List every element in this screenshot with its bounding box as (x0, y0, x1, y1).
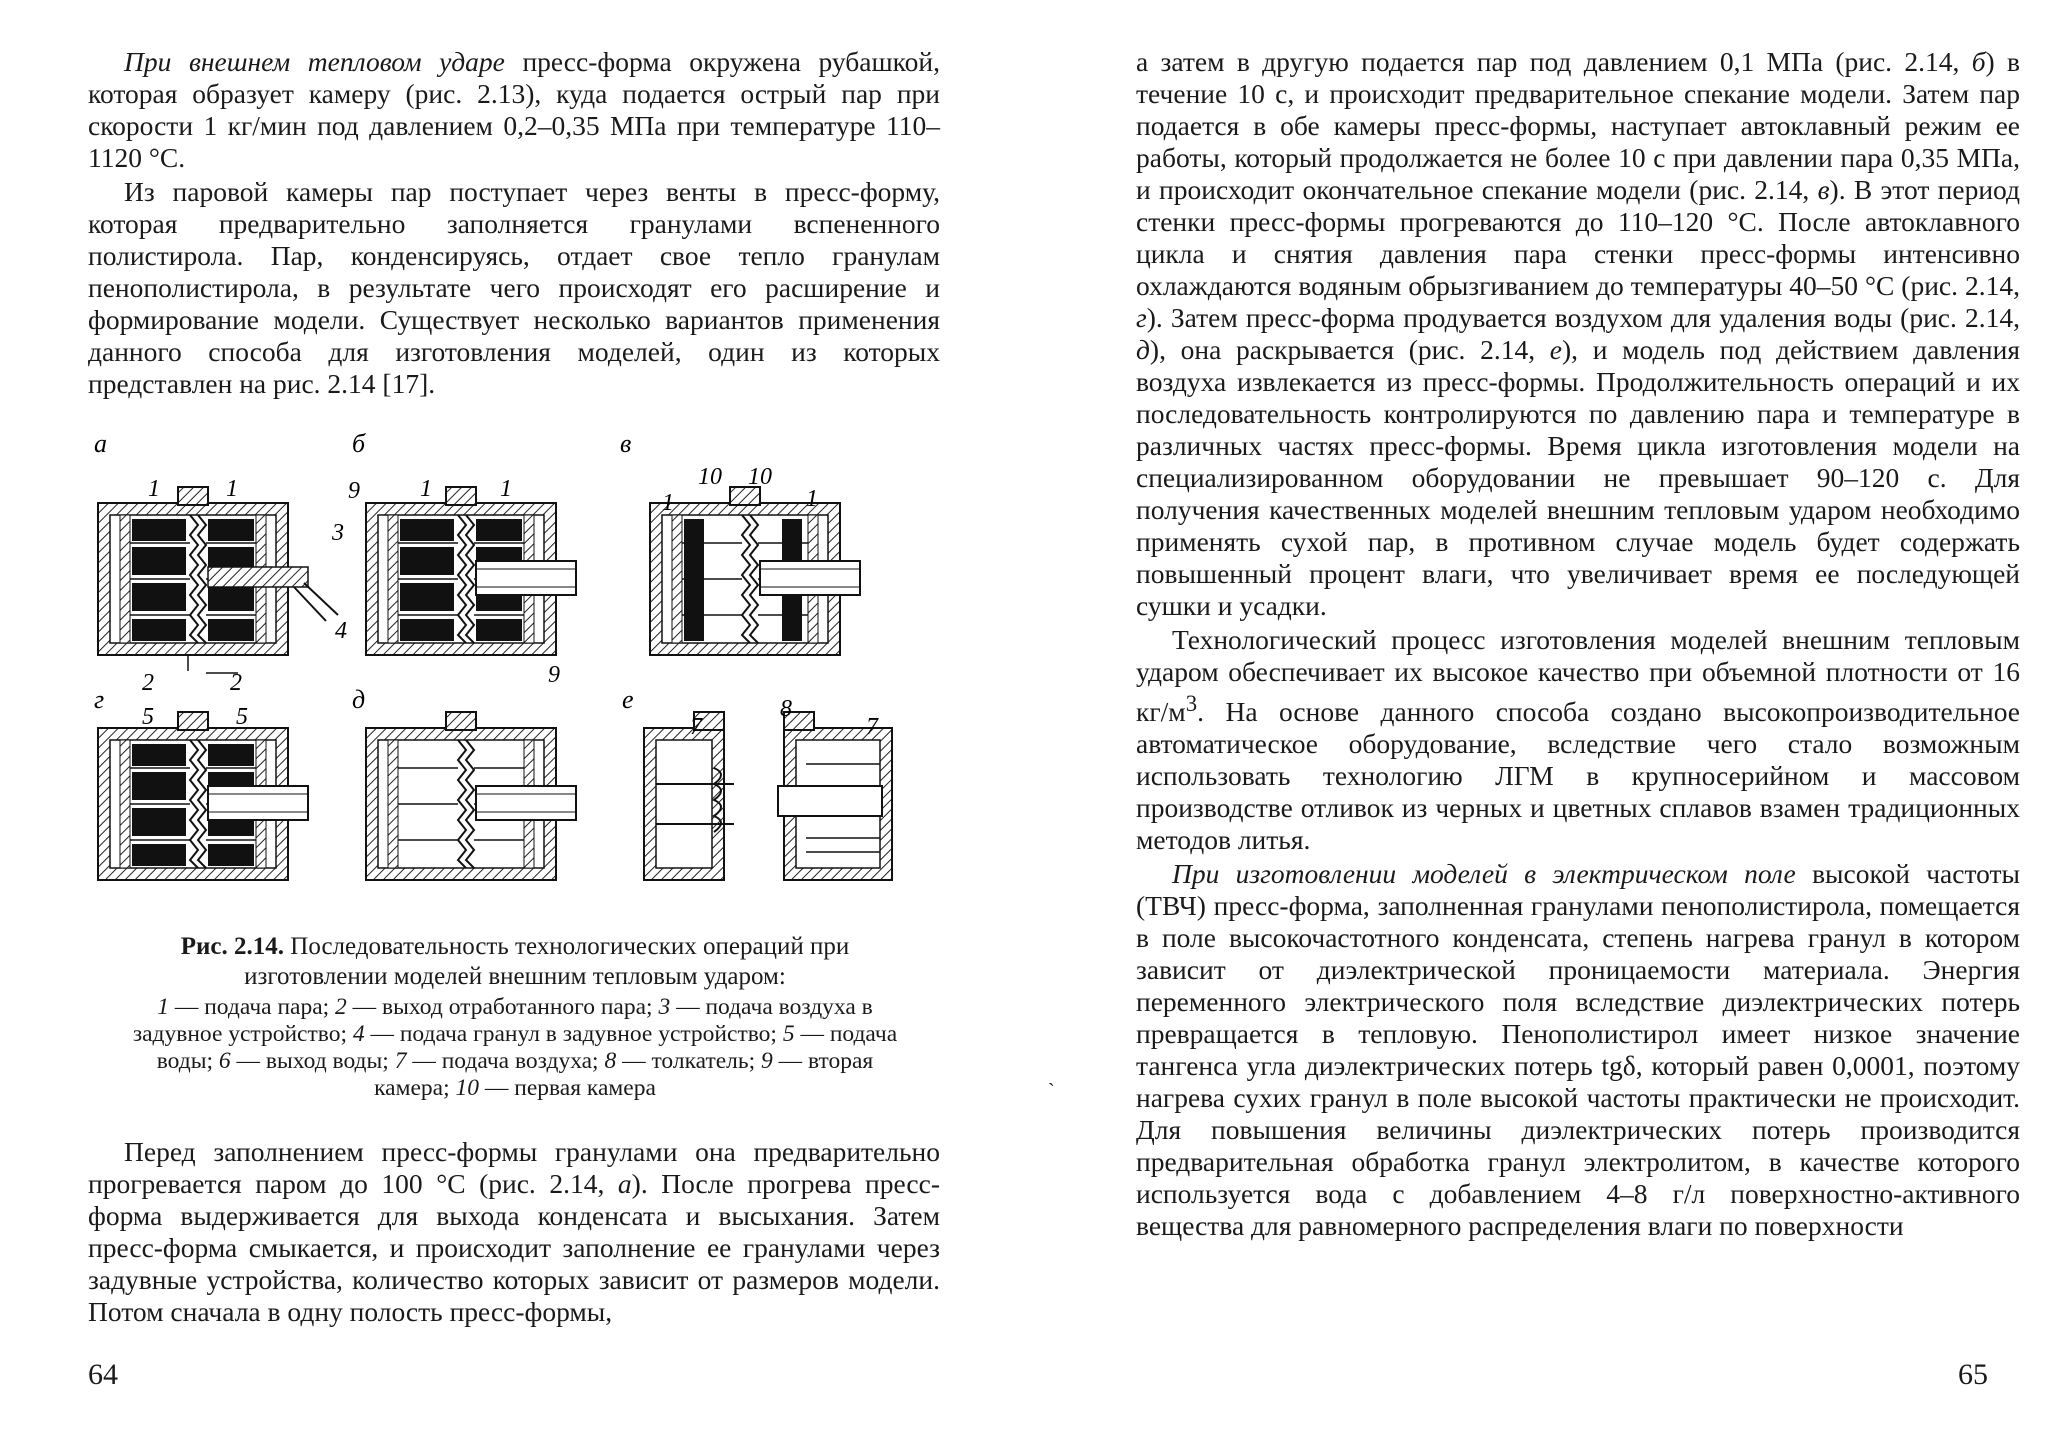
callout-g-5b: 5 (236, 704, 248, 730)
italic-term: При изготовлении моделей в электрическом… (1172, 858, 1796, 890)
callout-a-1b: 1 (226, 476, 238, 502)
legend-text: — подача воздуха в задувное устройство; (132, 994, 873, 1047)
paragraph-text: ). Затем пресс-форма продувается воздухо… (1146, 302, 2020, 333)
panel-g-mold (97, 711, 309, 881)
callout-g-6: 6 (134, 886, 146, 890)
legend-num: 3 (658, 994, 671, 1020)
legend-num: 9 (761, 1048, 773, 1074)
italic-ref: в (1817, 174, 1830, 205)
panel-label-g: г (94, 685, 104, 714)
page-number-left: 64 (88, 1358, 118, 1391)
paragraph-text: Перед заполнением пресс-формы гранулами … (88, 1136, 940, 1199)
callout-a-1: 1 (148, 476, 160, 502)
callout-g-6b: 6 (242, 886, 254, 890)
legend-num: 6 (218, 1048, 231, 1074)
legend-num: 1 (157, 994, 169, 1020)
right-text: а затем в другую подается пар под давлен… (1136, 46, 2020, 1242)
paragraph-text: ). После прогрева пресс-форма выдерживае… (88, 1168, 940, 1327)
figure-caption: Рис. 2.14. Последовательность технологич… (120, 932, 910, 1102)
legend-text: — выход отработанного пара; (346, 994, 659, 1020)
legend-num: 2 (335, 994, 347, 1020)
caption-title: Рис. 2.14. Последовательность технологич… (120, 932, 910, 992)
panel-label-a: а (94, 429, 107, 458)
callout-c-10b: 10 (748, 464, 772, 490)
paragraph-text: высокой частоты (ТВЧ) пресс-форма, запол… (1136, 858, 2020, 1242)
left-bottom-text: Перед заполнением пресс-формы гранулами … (88, 1136, 940, 1328)
legend-text: — выход воды; (230, 1048, 395, 1074)
paragraph-text: Технологический процесс изготовления мод… (1136, 624, 2020, 728)
paragraph-text: пресс-форма окружена рубашкой, которая о… (88, 46, 940, 173)
paragraph-text: а затем в другую подается пар под давлен… (1136, 46, 1972, 77)
callout-b-1b: 1 (500, 476, 512, 502)
panel-b-mold (365, 486, 577, 656)
italic-term: При внешнем тепловом ударе (124, 46, 505, 77)
right-paragraph-3: При изготовлении моделей в электрическом… (1136, 858, 2020, 1242)
superscript: 3 (1185, 691, 1198, 716)
callout-e-7b: 7 (866, 714, 879, 740)
panel-label-b: б (352, 429, 366, 458)
figure-diagram: а б в 1 1 3 4 2 2 (94, 429, 893, 890)
callout-a-4: 4 (335, 618, 347, 644)
stray-mark: ˋ (1048, 1080, 1055, 1102)
right-paragraph-1: а затем в другую подается пар под давлен… (1136, 46, 2020, 622)
right-paragraph-2: Технологический процесс изготовления мод… (1136, 624, 2020, 856)
panel-e-mold-left (643, 711, 734, 881)
paragraph-text: . На основе данного способа создано высо… (1136, 696, 2020, 856)
italic-ref: д (1136, 334, 1150, 365)
legend-text: — подача воды; (156, 1021, 898, 1074)
right-page: а затем в другую подается пар под давлен… (1030, 0, 2061, 1440)
callout-b-9-top: 9 (348, 478, 360, 504)
italic-ref: б (1971, 46, 1986, 77)
panel-label-e: е (622, 685, 634, 714)
callout-b-9-bottom: 9 (548, 662, 560, 688)
callout-c-1: 1 (662, 490, 674, 516)
italic-ref: а (617, 1168, 632, 1199)
paragraph-text: ), и модель под действием давления возду… (1136, 334, 2020, 621)
caption-label: Рис. 2.14. (180, 933, 285, 960)
panel-e-mold-right (777, 711, 893, 881)
panel-label-d: д (352, 685, 365, 714)
callout-a-2b: 2 (230, 670, 242, 696)
callout-g-5: 5 (142, 704, 154, 730)
left-paragraph-1: При внешнем тепловом ударе пресс-форма о… (88, 46, 940, 174)
left-paragraph-2: Из паровой камеры пар поступает через ве… (88, 176, 940, 399)
legend-num: 10 (455, 1075, 480, 1101)
callout-a-3: 3 (331, 520, 344, 546)
callout-c-1b: 1 (806, 486, 818, 512)
callout-e-7: 7 (690, 714, 703, 740)
paragraph-text: ) в течение 10 с, и происходит предварит… (1136, 46, 2020, 205)
legend-num: 8 (604, 1048, 617, 1074)
legend-text: — подача пара; (168, 994, 336, 1020)
panel-c-mold (649, 486, 861, 656)
left-paragraph-3: Перед заполнением пресс-формы гранулами … (88, 1136, 940, 1328)
callout-e-8: 8 (780, 696, 792, 722)
callout-a-2: 2 (142, 670, 154, 696)
legend-text: — вторая камера; (374, 1048, 874, 1101)
legend-text: — первая камера (479, 1075, 656, 1101)
paragraph-text: ). В этот период стенки пресс-формы прог… (1136, 174, 2020, 301)
callout-c-10: 10 (698, 464, 722, 490)
panel-a-mold (97, 486, 339, 674)
legend-num: 4 (352, 1021, 365, 1047)
caption-title-text: Последовательность технологических опера… (244, 933, 850, 990)
page-number-right: 65 (1958, 1358, 1988, 1391)
italic-ref: е (1549, 334, 1563, 365)
legend-num: 5 (782, 1021, 795, 1047)
left-top-text: При внешнем тепловом ударе пресс-форма о… (88, 46, 940, 400)
panel-label-c: в (620, 429, 631, 458)
callout-b-1: 1 (420, 476, 432, 502)
legend-text: — подача гранул в задувное устройство; (364, 1021, 783, 1047)
legend-num: 7 (394, 1048, 407, 1074)
legend-text: — толкатель; (616, 1048, 762, 1074)
italic-ref: г (1136, 302, 1147, 333)
caption-legend: 1 — подача пара; 2 — выход отработанного… (120, 994, 910, 1102)
legend-text: — подача воздуха; (406, 1048, 605, 1074)
figure-2-14: а б в 1 1 3 4 2 2 (90, 428, 940, 890)
left-page: При внешнем тепловом ударе пресс-форма о… (0, 0, 1030, 1440)
paragraph-text: ), она раскрывается (рис. 2.14, (1149, 334, 1550, 365)
panel-d-mold (365, 711, 577, 881)
